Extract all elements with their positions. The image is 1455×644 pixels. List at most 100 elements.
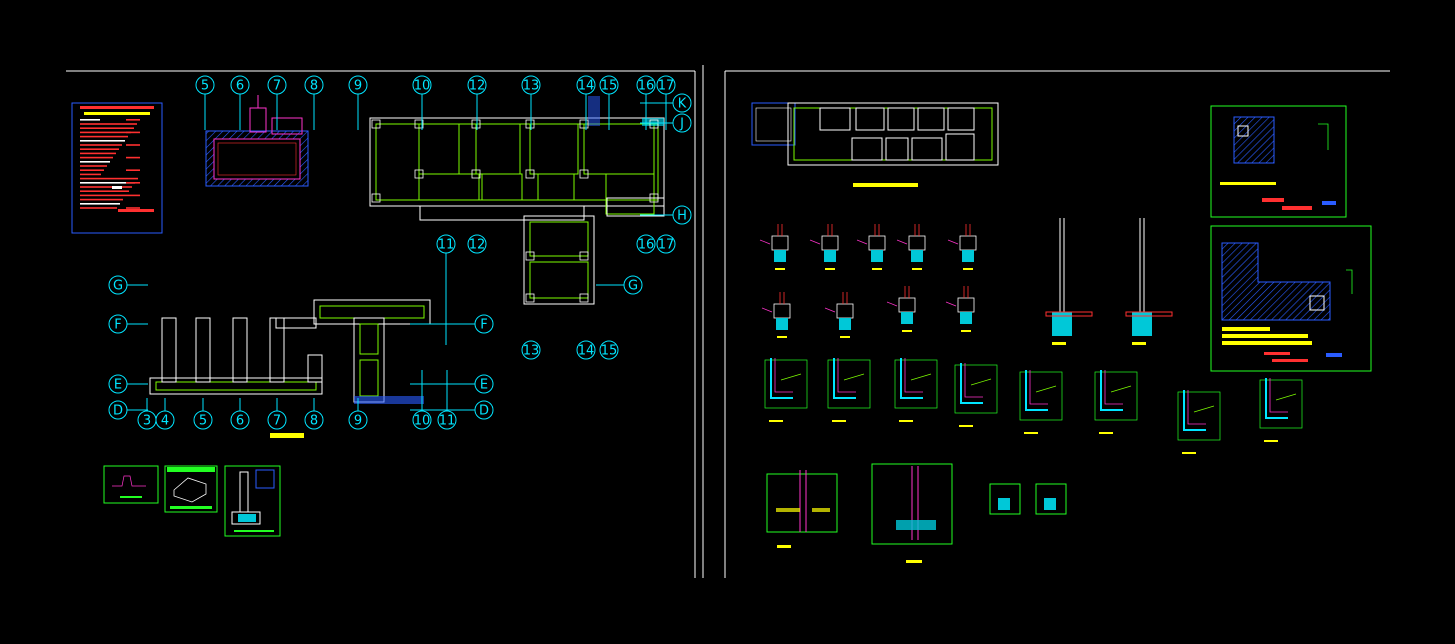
axis-bubble-row-K-label: K: [678, 97, 687, 112]
axis-bubble-mid-12: 12: [467, 234, 487, 254]
axis-bubble-top-10-label: 10: [414, 79, 431, 94]
footing-sections: [764, 358, 1303, 454]
axis-bubble-mid-17: 17: [656, 234, 676, 254]
detail-box-1: [103, 465, 159, 504]
axis-bubble-bottom-4-label: 4: [161, 414, 169, 429]
axis-bubble-top-17: 17: [656, 75, 676, 95]
axis-bubble-mid-14: 14: [576, 340, 596, 360]
column-detail: [945, 286, 975, 332]
axis-bubble-left-D: D: [108, 400, 128, 420]
specifications-table: [71, 102, 163, 234]
axis-bubble-bottom-8-label: 8: [310, 414, 318, 429]
axis-bubble-top-12-label: 12: [469, 79, 486, 94]
axis-bubble-top-14-label: 14: [578, 79, 595, 94]
axis-bubble-right-F-label: F: [480, 318, 487, 333]
axis-bubble-mid-13: 13: [521, 340, 541, 360]
axis-bubble-row-H-label: H: [677, 209, 687, 224]
axis-bubble-bottom-5: 5: [193, 410, 213, 430]
foundation-plan-lower: [149, 299, 431, 438]
column-detail: [824, 292, 854, 338]
axis-bubble-mid-16-label: 16: [638, 238, 655, 253]
axis-bubble-left-G: G: [108, 275, 128, 295]
sheet-frame-right: [724, 70, 1390, 578]
axis-bubble-bottom-10-label: 10: [414, 414, 431, 429]
axis-bubble-mid-G: G: [623, 275, 643, 295]
axis-bubble-top-10: 10: [412, 75, 432, 95]
axis-bubble-bottom-6-label: 6: [236, 414, 244, 429]
axis-bubble-top-9: 9: [348, 75, 368, 95]
axis-bubble-bottom-3: 3: [137, 410, 157, 430]
column-detail: [759, 224, 789, 270]
column-details: [759, 224, 977, 338]
axis-bubble-bottom-7: 7: [267, 410, 287, 430]
axis-bubble-bottom-10: 10: [412, 410, 432, 430]
axis-bubble-top-7-label: 7: [273, 79, 281, 94]
axis-bubble-right-D-label: D: [479, 404, 489, 419]
axis-bubble-top-13: 13: [521, 75, 541, 95]
axis-bubble-top-5: 5: [195, 75, 215, 95]
axis-bubble-row-K: K: [672, 93, 692, 113]
axis-bubble-bottom-3-label: 3: [143, 414, 151, 429]
axis-bubble-top-14: 14: [576, 75, 596, 95]
axis-bubble-bottom-11-label: 11: [439, 414, 456, 429]
axis-bubble-mid-16: 16: [636, 234, 656, 254]
axis-bubble-bottom-8: 8: [304, 410, 324, 430]
stair-details: [766, 463, 1067, 563]
axis-bubble-bottom-9: 9: [348, 410, 368, 430]
axis-bubble-bottom-6: 6: [230, 410, 250, 430]
foundation-plan-upper: [369, 96, 665, 305]
axis-bubble-right-D: D: [474, 400, 494, 420]
axis-bubble-mid-13-label: 13: [523, 344, 540, 359]
column-detail: [886, 286, 916, 332]
axis-bubble-row-J: J: [672, 113, 692, 133]
footing-section: [1094, 370, 1138, 434]
axis-bubble-top-15-label: 15: [601, 79, 618, 94]
detail-box-hatched-2: [1210, 225, 1372, 372]
axis-bubble-mid-17-label: 17: [658, 238, 675, 253]
axis-bubble-top-8: 8: [304, 75, 324, 95]
axis-bubble-right-F: F: [474, 314, 494, 334]
axis-bubble-mid-11: 11: [436, 234, 456, 254]
axis-bubble-top-12: 12: [467, 75, 487, 95]
column-detail: [809, 224, 839, 270]
axis-bubble-left-G-label: G: [113, 279, 123, 294]
axis-bubble-top-17-label: 17: [658, 79, 675, 94]
axis-bubble-top-7: 7: [267, 75, 287, 95]
axis-bubble-top-15: 15: [599, 75, 619, 95]
axis-bubble-bottom-9-label: 9: [354, 414, 362, 429]
axis-bubble-mid-15-label: 15: [601, 344, 618, 359]
footing-section: [1019, 370, 1063, 434]
axis-bubble-mid-G-label: G: [628, 279, 638, 294]
axis-bubble-bottom-5-label: 5: [199, 414, 207, 429]
axis-bubble-row-H: H: [672, 205, 692, 225]
footing-section: [764, 358, 808, 422]
detail-box-hatched-1: [1210, 105, 1347, 218]
axis-bubble-row-J-label: J: [679, 117, 684, 132]
axis-bubble-left-E: E: [108, 374, 128, 394]
footing-section: [827, 358, 871, 422]
column-detail: [761, 292, 791, 338]
cistern-plan: [205, 95, 309, 187]
sheet-frame-left: [66, 65, 704, 578]
axis-bubble-top-6: 6: [230, 75, 250, 95]
axis-bubble-left-F-label: F: [114, 318, 121, 333]
axis-bubble-mid-14-label: 14: [578, 344, 595, 359]
detail-box-3: [224, 465, 281, 537]
column-detail: [856, 224, 886, 270]
wall-sections-tall: [1045, 218, 1173, 345]
axis-bubble-top-16-label: 16: [638, 79, 655, 94]
footing-section: [954, 363, 998, 427]
axis-bubble-mid-15: 15: [599, 340, 619, 360]
axis-bubble-mid-12-label: 12: [469, 238, 486, 253]
axis-bubble-bottom-4: 4: [155, 410, 175, 430]
axis-bubble-mid-11-label: 11: [438, 238, 455, 253]
axis-bubble-left-E-label: E: [114, 378, 122, 393]
axis-bubble-bottom-11: 11: [437, 410, 457, 430]
axis-bubble-top-9-label: 9: [354, 79, 362, 94]
detail-box-2: [164, 465, 218, 513]
footing-section: [1177, 390, 1221, 454]
axis-bubble-top-8-label: 8: [310, 79, 318, 94]
column-detail: [947, 224, 977, 270]
